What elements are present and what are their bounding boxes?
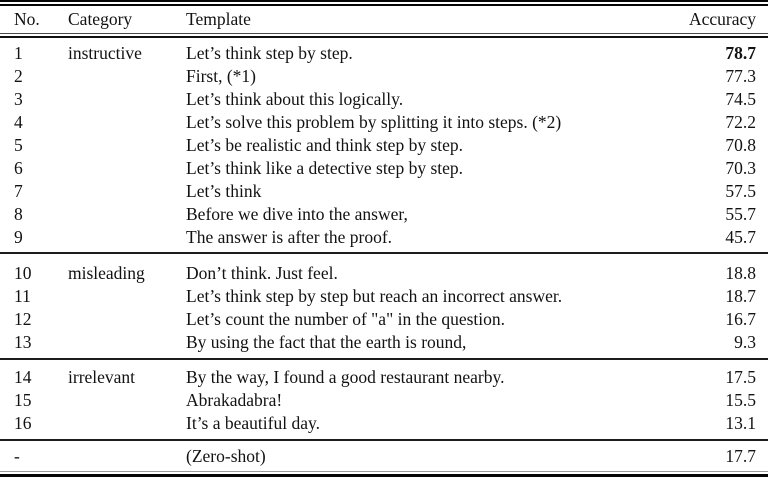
table-header-row: No. Category Template Accuracy	[0, 6, 768, 33]
table-row: 16 It’s a beautiful day. 13.1	[0, 412, 768, 435]
row-number: 16	[14, 413, 32, 433]
row-number: 10	[14, 263, 32, 283]
row-template-text: (Zero-shot)	[186, 446, 266, 466]
row-number: 7	[14, 181, 23, 201]
row-number: 12	[14, 309, 32, 329]
row-accuracy: 57.5	[725, 181, 756, 201]
row-accuracy: 18.8	[725, 263, 756, 283]
row-number: 8	[14, 204, 23, 224]
row-accuracy: 18.7	[725, 286, 756, 306]
row-accuracy: 72.2	[725, 112, 756, 132]
row-number: 3	[14, 89, 23, 109]
row-template-text: Let’s count the number of "a" in the que…	[186, 309, 506, 329]
table-row: 4 Let’s solve this problem by splitting …	[0, 111, 768, 134]
table-row: 7 Let’s think 57.5	[0, 180, 768, 203]
row-accuracy: 70.3	[725, 158, 756, 178]
row-accuracy: 55.7	[725, 204, 756, 224]
row-category: instructive	[68, 43, 142, 63]
row-template-text: Let’s think step by step.	[186, 43, 353, 63]
row-number: -	[14, 446, 20, 466]
row-number: 14	[14, 367, 32, 387]
row-accuracy: 70.8	[725, 135, 756, 155]
header-bottom-rule	[0, 33, 768, 38]
row-template-text: Let’s think	[186, 181, 262, 201]
table-row: 8 Before we dive into the answer, 55.7	[0, 203, 768, 226]
section-divider-rule	[0, 439, 768, 441]
section-irrelevant: 14 irrelevant By the way, I found a good…	[0, 360, 768, 439]
section-misleading: 10 misleading Don’t think. Just feel. 18…	[0, 254, 768, 358]
row-accuracy: 78.7	[725, 43, 756, 63]
table-row: 14 irrelevant By the way, I found a good…	[0, 366, 768, 389]
row-number: 13	[14, 332, 32, 352]
header-accuracy: Accuracy	[688, 9, 756, 29]
section-zero-shot: - (Zero-shot) 17.7	[0, 441, 768, 471]
row-template-text: It’s a beautiful day.	[186, 413, 320, 433]
row-number: 2	[14, 66, 23, 86]
table-row: 10 misleading Don’t think. Just feel. 18…	[0, 262, 768, 285]
header-category: Category	[68, 9, 133, 29]
table-row: 5 Let’s be realistic and think step by s…	[0, 134, 768, 157]
table-row: 3 Let’s think about this logically. 74.5	[0, 88, 768, 111]
table-row: 12 Let’s count the number of "a" in the …	[0, 308, 768, 331]
row-accuracy: 17.5	[725, 367, 756, 387]
section-divider-rule	[0, 252, 768, 254]
row-template-text: Before we dive into the answer,	[186, 204, 408, 224]
row-template-text: Abrakadabra!	[186, 390, 283, 410]
row-category: misleading	[68, 263, 145, 283]
row-accuracy: 13.1	[725, 413, 756, 433]
row-category: irrelevant	[68, 367, 136, 387]
row-number: 4	[14, 112, 23, 132]
table-row: 13 By using the fact that the earth is r…	[0, 331, 768, 354]
section-divider-rule	[0, 358, 768, 360]
table-row: - (Zero-shot) 17.7	[0, 445, 768, 468]
row-accuracy: 9.3	[734, 332, 756, 352]
table-bottom-rule	[0, 471, 768, 477]
row-accuracy: 77.3	[725, 66, 756, 86]
row-accuracy: 17.7	[725, 446, 756, 466]
row-number: 9	[14, 227, 23, 247]
row-accuracy: 45.7	[725, 227, 756, 247]
row-template-text: By using the fact that the earth is roun…	[186, 332, 467, 352]
section-instructive: 1 instructive Let’s think step by step. …	[0, 38, 768, 252]
table-row: 2 First, (*1) 77.3	[0, 65, 768, 88]
table-row: 1 instructive Let’s think step by step. …	[0, 42, 768, 65]
table-row: 6 Let’s think like a detective step by s…	[0, 157, 768, 180]
table-row: 15 Abrakadabra! 15.5	[0, 389, 768, 412]
row-template-text: Let’s solve this problem by splitting it…	[186, 112, 562, 132]
row-accuracy: 74.5	[725, 89, 756, 109]
table-row: 9 The answer is after the proof. 45.7	[0, 226, 768, 249]
header-no: No.	[14, 9, 40, 29]
row-template-text: Let’s think like a detective step by ste…	[186, 158, 464, 178]
row-number: 11	[14, 286, 31, 306]
row-template-text: Let’s be realistic and think step by ste…	[186, 135, 464, 155]
header-template: Template	[186, 9, 251, 29]
table-top-rule	[0, 0, 768, 6]
row-template-text: By the way, I found a good restaurant ne…	[186, 367, 505, 387]
row-accuracy: 16.7	[725, 309, 756, 329]
table-row: 11 Let’s think step by step but reach an…	[0, 285, 768, 308]
row-template-text: Don’t think. Just feel.	[186, 263, 338, 283]
row-number: 5	[14, 135, 23, 155]
row-number: 6	[14, 158, 23, 178]
row-number: 1	[14, 43, 23, 63]
row-number: 15	[14, 390, 32, 410]
row-template-text: The answer is after the proof.	[186, 227, 393, 247]
row-template-text: Let’s think step by step but reach an in…	[186, 286, 563, 306]
row-accuracy: 15.5	[725, 390, 756, 410]
row-template-text: Let’s think about this logically.	[186, 89, 404, 109]
row-template-text: First, (*1)	[186, 66, 256, 86]
